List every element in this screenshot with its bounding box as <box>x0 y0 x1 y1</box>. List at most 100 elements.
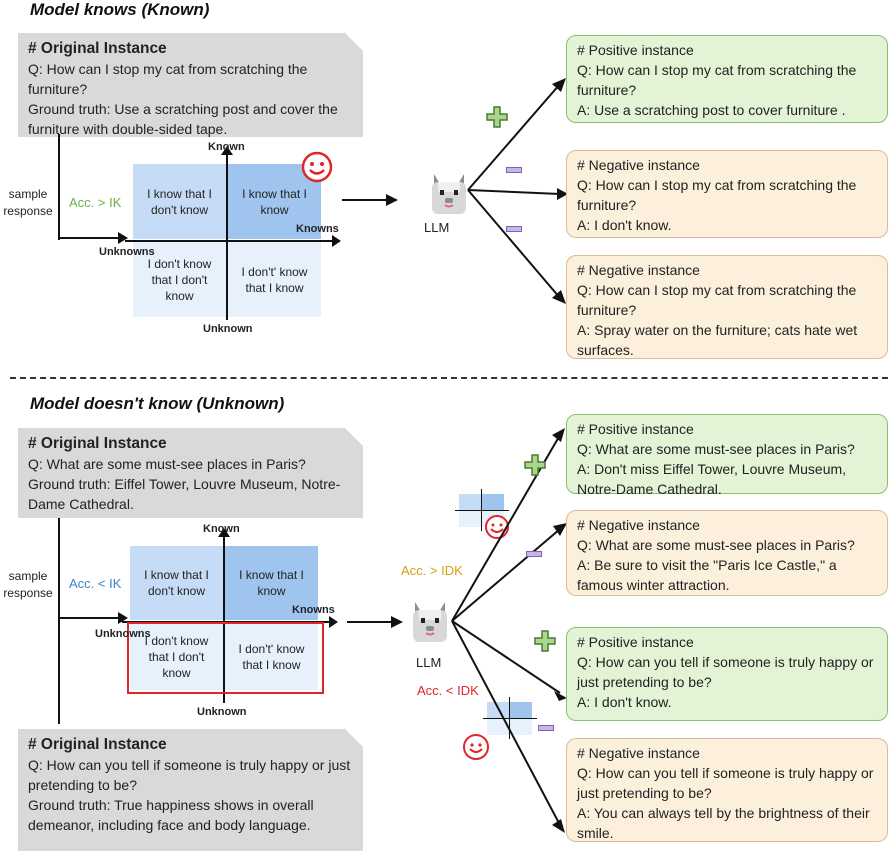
section-divider <box>10 377 888 379</box>
card-question: How can I stop my cat from scratching th… <box>577 177 857 213</box>
quadrant-top-left: I know that I don't know <box>133 164 226 239</box>
sample-axis-vertical <box>58 134 60 240</box>
quadrant-top-right: I know that I know <box>225 546 318 620</box>
axis-label-unknowns: Unknowns <box>95 628 151 640</box>
q-label: Q: <box>28 61 43 77</box>
q-label: Q: <box>577 537 592 553</box>
smiley-icon <box>301 151 333 183</box>
ground-truth-text: Eiffel Tower, Louvre Museum, Notre-Dame … <box>28 476 341 512</box>
a-label: A: <box>577 461 591 477</box>
card-answer: Use a scratching post to cover furniture… <box>594 102 846 118</box>
acc-ik-label: Acc. > IK <box>69 195 122 210</box>
card-question: How can you tell if someone is truly hap… <box>577 654 874 690</box>
output-card-positive: # Positive instance Q: How can I stop my… <box>566 35 888 123</box>
ground-truth-text: True happiness shows in overall demeanor… <box>28 797 314 833</box>
quadrant-bottom-right: I don't' know that I know <box>225 624 318 690</box>
output-card-positive: # Positive instance Q: How can you tell … <box>566 627 888 721</box>
output-card-negative: # Negative instance Q: How can I stop my… <box>566 150 888 238</box>
arrow-head <box>221 146 233 155</box>
a-label: A: <box>577 557 591 573</box>
q-label: Q: <box>28 456 43 472</box>
arrow-head <box>118 232 128 244</box>
axis-label-known: Known <box>203 523 240 535</box>
a-label: A: <box>577 217 591 233</box>
arrow-to-llm <box>342 194 398 206</box>
sample-axis-vertical <box>58 518 60 724</box>
output-card-positive: # Positive instance Q: What are some mus… <box>566 414 888 497</box>
output-card-negative: # Negative instance Q: What are some mus… <box>566 510 888 596</box>
smiley-icon <box>463 734 489 760</box>
sample-axis-horizontal <box>58 617 120 619</box>
card-heading: # Positive instance <box>577 421 694 437</box>
card-question: How can I stop my cat from scratching th… <box>577 282 857 318</box>
original-instance-box: # Original Instance Q: What are some mus… <box>18 428 363 518</box>
original-instance-heading: # Original Instance <box>28 736 167 753</box>
axis-label-knowns: Knowns <box>292 604 335 616</box>
plus-icon <box>524 454 546 476</box>
fan-arrows <box>467 78 568 304</box>
card-answer: Be sure to visit the "Paris Ice Castle,"… <box>577 557 837 593</box>
acc-ik-label: Acc. < IK <box>69 576 122 591</box>
original-question: How can you tell if someone is truly hap… <box>28 757 351 793</box>
arrow-head <box>118 612 128 624</box>
fan-arrows <box>451 428 567 833</box>
card-heading: # Negative instance <box>577 745 700 761</box>
axis-label-knowns: Knowns <box>296 223 339 235</box>
card-answer: Spray water on the furniture; cats hate … <box>577 322 858 358</box>
arrow-head <box>218 528 230 537</box>
q-label: Q: <box>577 282 592 298</box>
output-card-negative: # Negative instance Q: How can I stop my… <box>566 255 888 359</box>
llm-label: LLM <box>416 655 442 670</box>
llm-label: LLM <box>424 220 450 235</box>
arrow-to-llm <box>347 616 403 628</box>
llama-icon <box>432 174 466 214</box>
quadrant-axis-vertical <box>226 153 228 320</box>
original-question: What are some must-see places in Paris? <box>46 456 306 472</box>
card-heading: # Negative instance <box>577 517 700 533</box>
q-label: Q: <box>577 62 592 78</box>
card-answer: Don't miss Eiffel Tower, Louvre Museum, … <box>577 461 847 497</box>
card-answer: You can always tell by the brightness of… <box>577 805 870 841</box>
arrow-head <box>329 616 338 628</box>
q-label: Q: <box>577 765 592 781</box>
card-question: How can I stop my cat from scratching th… <box>577 62 857 98</box>
sample-response-label: sample response <box>3 187 53 218</box>
card-question: What are some must-see places in Paris? <box>595 441 855 457</box>
minus-icon <box>526 551 542 557</box>
quadrant-axis-horizontal <box>125 240 333 242</box>
a-label: A: <box>577 805 591 821</box>
plus-icon <box>486 106 508 128</box>
ground-truth-label: Ground truth: <box>28 101 111 117</box>
section-title-unknown: Model doesn't know (Unknown) <box>30 394 285 413</box>
minus-icon <box>506 226 522 232</box>
sample-response-label: sample response <box>3 569 53 600</box>
card-answer: I don't know. <box>594 217 672 233</box>
plus-icon <box>534 630 556 652</box>
q-label: Q: <box>577 441 592 457</box>
llama-icon <box>413 602 447 642</box>
axis-label-known: Known <box>208 141 245 153</box>
axis-label-unknown: Unknown <box>197 706 247 718</box>
quadrant-axis-vertical <box>223 535 225 703</box>
ground-truth-label: Ground truth: <box>28 797 111 813</box>
card-heading: # Positive instance <box>577 634 694 650</box>
axis-label-unknowns: Unknowns <box>99 246 155 258</box>
sample-axis-horizontal <box>58 237 120 239</box>
quadrant-top-left: I know that I don't know <box>130 546 223 620</box>
original-question: How can I stop my cat from scratching th… <box>28 61 308 97</box>
card-heading: # Negative instance <box>577 262 700 278</box>
output-card-negative: # Negative instance Q: How can you tell … <box>566 738 888 842</box>
highlight-box <box>127 622 324 694</box>
original-instance-box: # Original Instance Q: How can I stop my… <box>18 33 363 137</box>
original-instance-heading: # Original Instance <box>28 435 167 452</box>
card-heading: # Positive instance <box>577 42 694 58</box>
mini-quadrant-icon <box>479 694 541 742</box>
card-question: What are some must-see places in Paris? <box>595 537 855 553</box>
section-title-known: Model knows (Known) <box>30 0 210 19</box>
ground-truth-text: Use a scratching post and cover the furn… <box>28 101 338 137</box>
ground-truth-label: Ground truth: <box>28 476 111 492</box>
q-label: Q: <box>577 177 592 193</box>
quadrant-bottom-left: I don't know that I don't know <box>133 242 226 317</box>
a-label: A: <box>577 694 591 710</box>
q-label: Q: <box>28 757 43 773</box>
